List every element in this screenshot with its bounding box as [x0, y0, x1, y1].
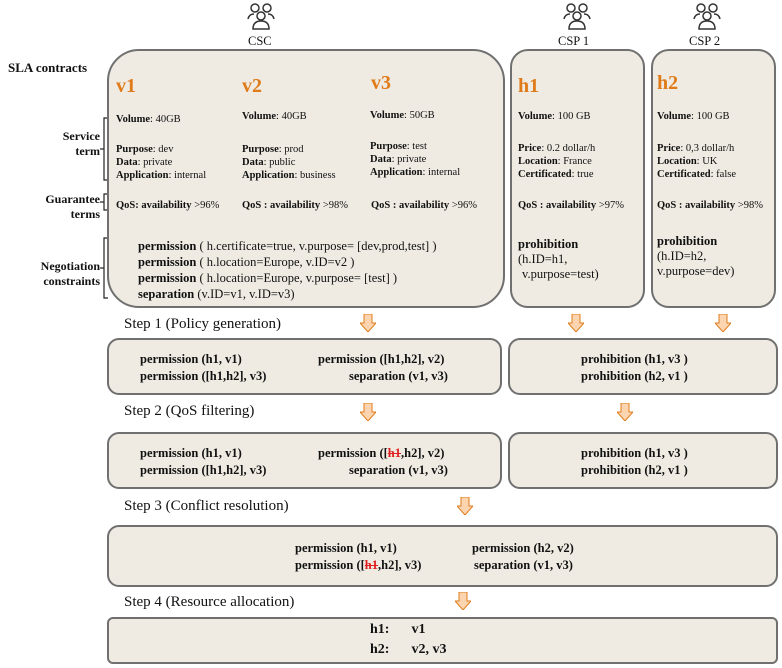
down-arrow-icon	[360, 314, 376, 332]
v2-title: v2	[242, 75, 262, 97]
csp1-contract-box	[510, 49, 645, 308]
step2-csc-box	[107, 432, 502, 489]
step2-item: separation (v1, v3)	[349, 463, 448, 477]
v2-service: Purpose: prod Data: public Application: …	[242, 144, 336, 181]
v1-volume: Volume: 40GB	[116, 114, 181, 125]
step1-csp-box	[508, 338, 778, 395]
h1-qos: QoS : availability >97%	[518, 200, 624, 211]
csp2-label: CSP 2	[689, 34, 721, 48]
negotiation-label: Negotiation	[40, 259, 100, 273]
constraint-1: permission ( h.certificate=true, v.purpo…	[138, 239, 437, 253]
step1-item: permission ([h1,h2], v3)	[140, 369, 267, 383]
term-label: term	[75, 144, 100, 158]
guarantee-label: Guarantee	[45, 192, 100, 206]
step2-item: permission ([h1,h2], v2)	[318, 446, 445, 460]
step2-label: Step 2 (QoS filtering)	[124, 403, 255, 419]
down-arrow-icon	[617, 403, 633, 421]
h2-volume: Volume: 100 GB	[657, 111, 730, 122]
step1-item: permission (h1, v1)	[140, 352, 242, 366]
down-arrow-icon	[568, 314, 584, 332]
h2-qos: QoS : availability >98%	[657, 200, 763, 211]
v1-title: v1	[116, 75, 136, 97]
down-arrow-icon	[360, 403, 376, 421]
terms-label: terms	[70, 207, 100, 221]
step1-item: prohibition (h1, v3 )	[581, 352, 688, 366]
step4-box	[107, 617, 778, 664]
constraint-2: permission ( h.location=Europe, v.ID=v2 …	[138, 255, 355, 269]
down-arrow-icon	[457, 497, 473, 515]
step2-item: prohibition (h2, v1 )	[581, 463, 688, 477]
constraint-3: permission ( h.location=Europe, v.purpos…	[138, 271, 398, 285]
h2-prohibition: prohibition (h.ID=h2, v.purpose=dev)	[657, 234, 735, 278]
h1-volume: Volume: 100 GB	[518, 111, 591, 122]
step3-item: permission (h2, v2)	[472, 541, 574, 555]
h1-prohibition: prohibition (h.ID=h1, v.purpose=test)	[518, 237, 599, 281]
step3-label: Step 3 (Conflict resolution)	[124, 498, 289, 514]
step3-item: permission (h1, v1)	[295, 541, 397, 555]
v3-qos: QoS : availability >96%	[371, 200, 477, 211]
step1-item: prohibition (h2, v1 )	[581, 369, 688, 383]
step4-label: Step 4 (Resource allocation)	[124, 594, 295, 610]
allocation-h1: h1:v1	[370, 622, 426, 637]
v3-title: v3	[371, 72, 391, 94]
users-icon	[563, 3, 591, 30]
v1-qos: QoS: availability >96%	[116, 200, 220, 211]
allocation-h2: h2:v2, v3	[370, 642, 447, 657]
down-arrow-icon	[715, 314, 731, 332]
step1-label: Step 1 (Policy generation)	[124, 316, 282, 332]
service-term-label: Service term	[40, 129, 100, 159]
step2-item: prohibition (h1, v3 )	[581, 446, 688, 460]
step1-item: separation (v1, v3)	[349, 369, 448, 383]
users-icon	[247, 3, 275, 30]
h1-title: h1	[518, 75, 540, 97]
step2-item: permission ([h1,h2], v3)	[140, 463, 267, 477]
csp1-label: CSP 1	[558, 34, 590, 48]
v3-service: Purpose: test Data: private Application:…	[370, 141, 461, 178]
sla-contracts-label: SLA contracts	[8, 60, 88, 75]
csp2-contract-box	[651, 49, 776, 308]
h1-service: Price: 0.2 dollar/h Location: France Cer…	[518, 143, 596, 180]
step1-item: permission ([h1,h2], v2)	[318, 352, 445, 366]
constraint-4: separation (v.ID=v1, v.ID=v3)	[138, 287, 295, 301]
step1-csc-box	[107, 338, 502, 395]
h2-service: Price: 0,3 dollar/h Location: UK Certifi…	[657, 143, 737, 180]
constraints-label: constraints	[43, 274, 100, 288]
v2-volume: Volume: 40GB	[242, 111, 307, 122]
h2-title: h2	[657, 72, 679, 94]
service-label: Service	[62, 129, 100, 143]
step3-item: permission ([h1,h2], v3)	[295, 558, 422, 572]
csc-contract-box	[107, 49, 505, 308]
step2-csp-box	[508, 432, 778, 489]
v3-volume: Volume: 50GB	[370, 110, 435, 121]
step3-item: separation (v1, v3)	[474, 558, 573, 572]
step3-box	[107, 525, 778, 587]
v1-service: Purpose: dev Data: private Application: …	[116, 144, 207, 181]
users-icon	[693, 3, 721, 30]
step2-item: permission (h1, v1)	[140, 446, 242, 460]
negotiation-constraints-label: Negotiation constraints	[20, 259, 100, 289]
v2-qos: QoS : availability >98%	[242, 200, 348, 211]
brackets	[100, 117, 108, 299]
csc-label: CSC	[248, 34, 272, 48]
guarantee-terms-label: Guarantee terms	[20, 192, 100, 222]
down-arrow-icon	[455, 592, 471, 610]
